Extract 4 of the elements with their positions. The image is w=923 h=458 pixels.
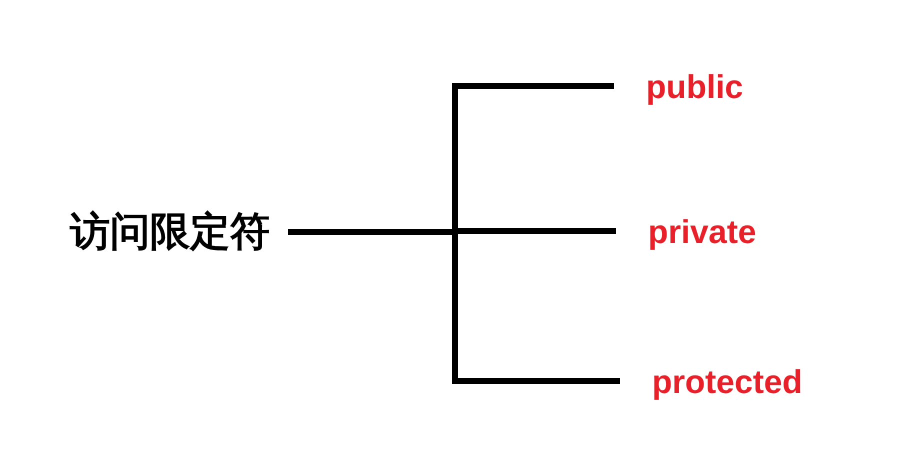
branch-label: public (614, 70, 744, 102)
root-label: 访问限定符 (70, 212, 288, 252)
branch-label: private (616, 214, 756, 248)
branch-label: protected (620, 364, 802, 398)
